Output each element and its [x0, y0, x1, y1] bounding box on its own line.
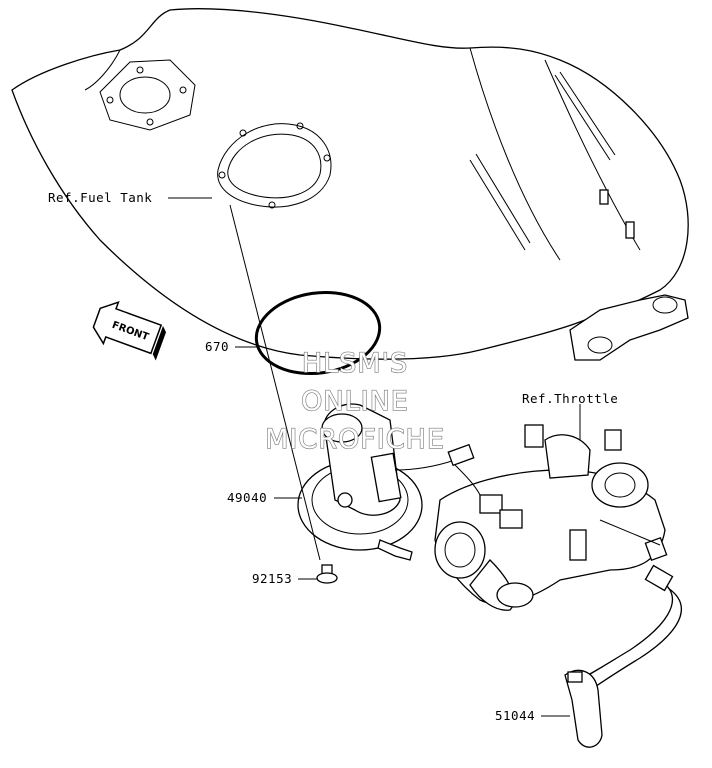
leader-lines	[168, 197, 581, 717]
watermark-line-1: HLSM'S	[302, 348, 408, 379]
front-direction-arrow: FRONT	[92, 300, 167, 361]
throttle-body-illustration	[434, 424, 668, 611]
watermark-line-3: MICROFICHE	[265, 424, 445, 455]
part-92153-label: 92153	[252, 571, 292, 586]
part-49040-label: 49040	[227, 490, 267, 505]
part-51044-label: 51044	[495, 708, 535, 723]
fuel-tank-ref-label: Ref.Fuel Tank	[48, 190, 152, 205]
watermark-line-2: ONLINE	[301, 386, 409, 417]
part-670-label: 670	[205, 339, 229, 354]
throttle-ref-label: Ref.Throttle	[522, 391, 618, 406]
fuel-tank-illustration	[11, 8, 689, 361]
bolt-illustration	[316, 564, 338, 584]
fuel-pump-illustration	[297, 403, 475, 561]
fuel-hose-illustration	[564, 564, 682, 748]
o-ring-illustration	[254, 290, 382, 376]
